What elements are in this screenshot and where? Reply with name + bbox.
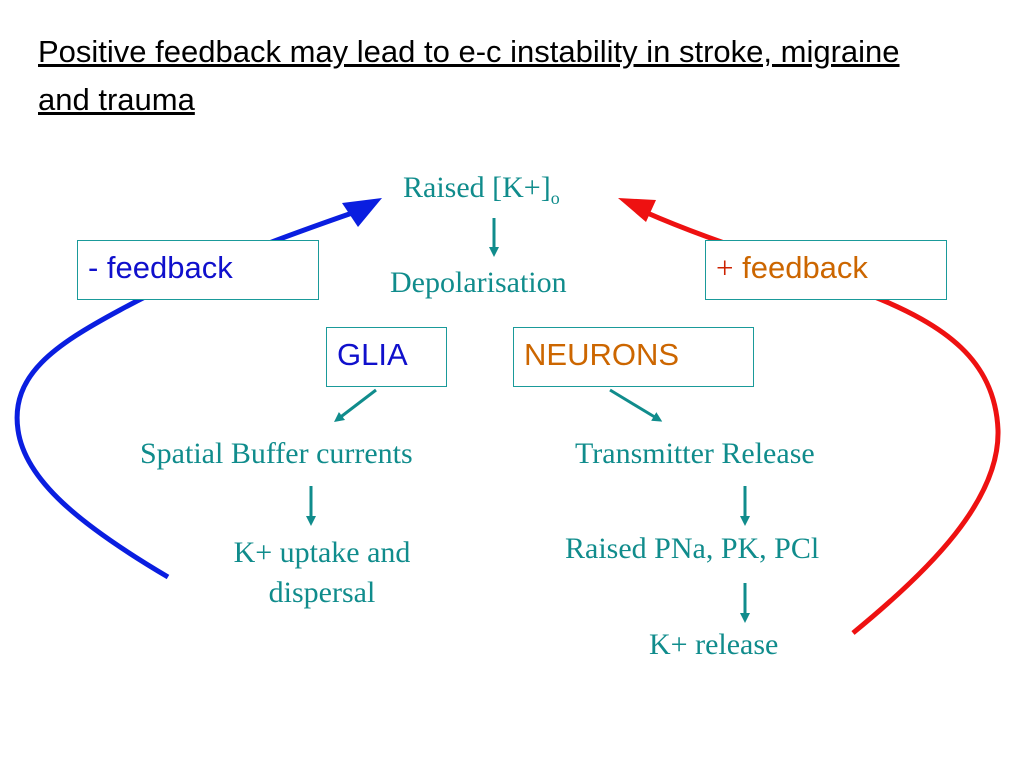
raised-k-node: Raised [K+]o [403,171,560,209]
negative-feedback-label: - feedback [88,250,233,285]
glia-label: GLIA [337,337,408,372]
positive-feedback-arrowhead [618,198,656,222]
negative-feedback-box: - feedback [77,240,319,300]
negative-feedback-arrowhead [342,198,382,227]
depolarisation-node: Depolarisation [390,266,567,299]
positive-feedback-sign: + [716,250,734,285]
neurons-box: NEURONS [513,327,754,387]
slide-title: Positive feedback may lead to e-c instab… [38,34,900,117]
positive-feedback-box: + feedback [705,240,947,300]
glia-box: GLIA [326,327,447,387]
arrow-neurons-to-transmitter [609,388,663,422]
arrow-glia-to-spatial-buffer [334,388,377,423]
raised-pna-node: Raised PNa, PK, PCl [565,532,820,565]
raised-k-subscript: o [550,188,560,208]
positive-feedback-label: feedback [742,250,868,285]
k-uptake-line2: dispersal [268,576,376,609]
k-uptake-line1: K+ uptake and [233,536,411,569]
transmitter-release-node: Transmitter Release [575,437,815,470]
raised-k-label: Raised [K+] [403,171,551,204]
k-uptake-node: K+ uptake and dispersal [172,533,472,613]
k-release-node: K+ release [649,628,779,661]
spatial-buffer-node: Spatial Buffer currents [140,437,413,470]
neurons-label: NEURONS [524,337,680,372]
